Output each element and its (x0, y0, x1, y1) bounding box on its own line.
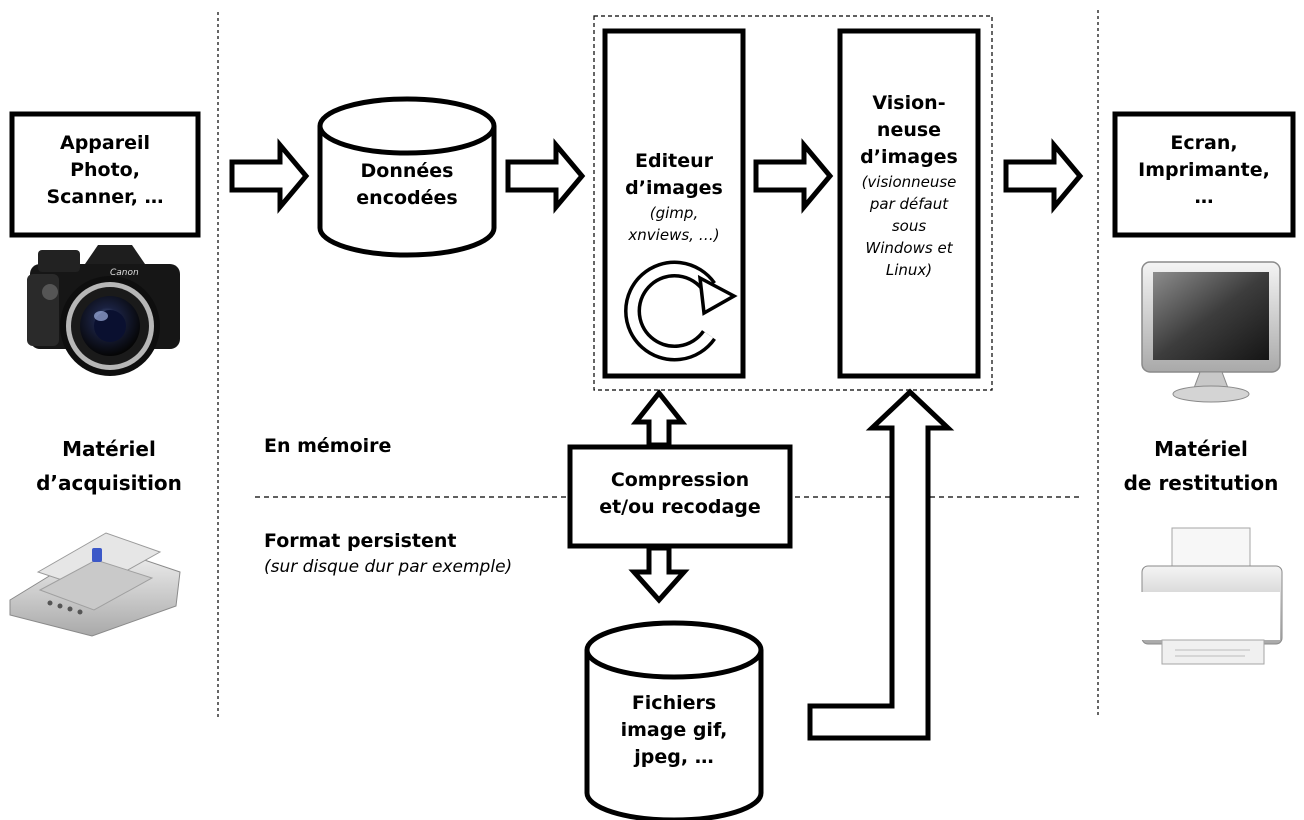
editor-examples-2: xnviews, …) (628, 226, 720, 244)
arrow-viewer-to-output (1003, 138, 1084, 214)
output-caption-line-1: Matériel (1154, 437, 1248, 461)
files-line-1: Fichiers (631, 692, 717, 714)
persistent-title: Format persistent (264, 530, 457, 552)
refresh-icon (624, 260, 738, 362)
image-editor-label: Editeur d’images (gimp, xnviews, …) (605, 148, 743, 246)
acquisition-caption-line-2: d’acquisition (36, 471, 182, 495)
monitor-icon (1141, 261, 1281, 403)
scanner-icon (9, 532, 181, 637)
compression-line-1: Compression (610, 469, 750, 491)
arrow-encoded-to-editor (505, 138, 586, 214)
editor-line-2: d’images (625, 177, 723, 199)
persistent-format-label: Format persistent (sur disque dur par ex… (264, 528, 512, 580)
output-line-2: Imprimante, (1138, 159, 1270, 181)
encoded-line-2: encodées (356, 187, 458, 209)
output-device-box (1112, 111, 1296, 238)
encoded-data-cylinder (317, 96, 497, 258)
output-caption: Matériel de restitution (1098, 432, 1304, 500)
viewer-line-2: neuse (876, 119, 942, 141)
acquisition-device-box (9, 111, 201, 238)
arrow-editor-to-viewer (753, 138, 834, 214)
memory-label: En mémoire (264, 435, 392, 457)
processing-group-frame (593, 15, 993, 391)
acquisition-caption: Matériel d’acquisition (0, 432, 218, 500)
files-line-3: jpeg, … (634, 746, 714, 768)
viewer-line-3: d’images (860, 146, 958, 168)
viewer-note-4: Windows et (865, 239, 953, 257)
viewer-line-1: Vision- (872, 92, 946, 114)
editor-line-1: Editeur (635, 150, 713, 172)
editor-examples-1: (gimp, (649, 204, 699, 222)
printer-icon (1136, 527, 1283, 665)
viewer-note-1: (visionneuse (861, 173, 957, 191)
arrow-group-compression-up (630, 388, 688, 448)
arrow-acquisition-to-encoded (229, 138, 310, 214)
persistent-subtitle: (sur disque dur par exemple) (264, 557, 513, 577)
output-line-1: Ecran, (1170, 132, 1238, 154)
files-line-2: image gif, (620, 719, 728, 741)
output-caption-line-2: de restitution (1123, 471, 1279, 495)
arrow-compression-to-files (628, 545, 690, 604)
encoded-data-label: Données encodées (320, 158, 494, 212)
compression-box (567, 444, 793, 549)
arrow-files-to-viewer (807, 388, 955, 741)
compression-label: Compression et/ou recodage (570, 467, 790, 521)
acquisition-device-label: Appareil Photo, Scanner, … (12, 130, 198, 211)
image-files-label: Fichiers image gif, jpeg, … (587, 690, 761, 771)
svg-text:Canon: Canon (110, 268, 139, 278)
compression-line-2: et/ou recodage (599, 496, 761, 518)
viewer-note-2: par défaut (869, 195, 949, 213)
viewer-note-3: sous (891, 217, 927, 235)
image-files-cylinder (584, 620, 764, 820)
camera-icon: Canon (27, 245, 180, 376)
output-device-label: Ecran, Imprimante, … (1115, 130, 1293, 211)
viewer-note-5: Linux) (885, 261, 933, 279)
output-line-3: … (1194, 186, 1214, 208)
acquisition-line-1: Appareil (59, 132, 150, 154)
image-viewer-label: Vision- neuse d’images (visionneuse par … (840, 90, 978, 281)
acquisition-line-2: Photo, (70, 159, 140, 181)
acquisition-line-3: Scanner, … (46, 186, 164, 208)
image-viewer-box (837, 28, 981, 379)
encoded-line-1: Données (360, 160, 454, 182)
acquisition-caption-line-1: Matériel (62, 437, 156, 461)
